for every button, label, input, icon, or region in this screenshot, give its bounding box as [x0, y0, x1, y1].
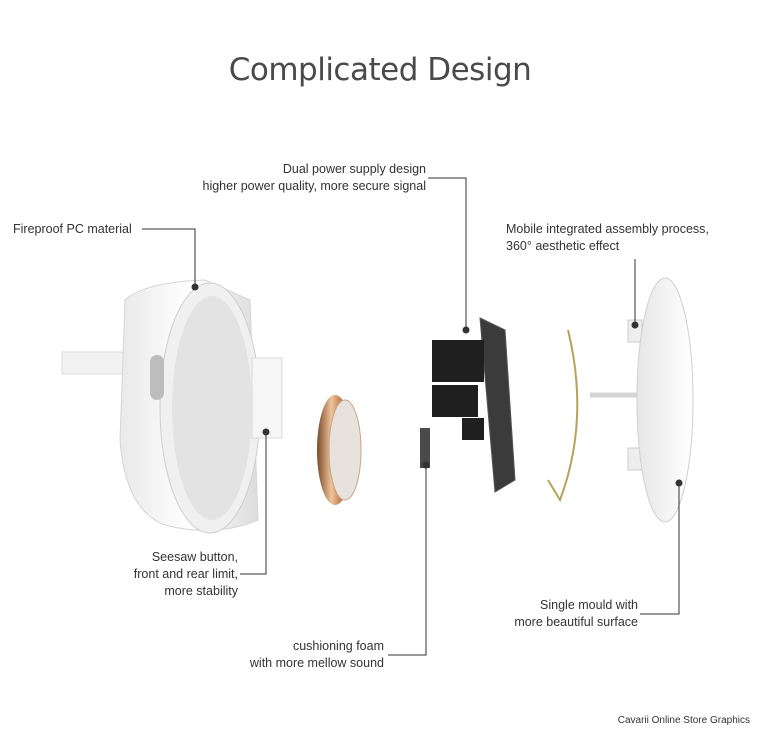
callout-dot-fireproof — [191, 283, 199, 291]
annotation-line: Fireproof PC material — [13, 222, 132, 236]
annotation-dual-power: Dual power supply design higher power qu… — [203, 161, 427, 195]
callout-dot-dual-power — [462, 326, 470, 334]
leader-lines — [142, 177, 680, 656]
annotation-line: cushioning foam — [292, 639, 384, 653]
annotation-fireproof: Fireproof PC material — [13, 221, 132, 238]
page-title: Complicated Design — [228, 52, 532, 88]
annotation-line: more stability — [164, 584, 238, 598]
spring-wire — [547, 329, 579, 503]
annotation-mobile-assembly: Mobile integrated assembly process, 360°… — [506, 221, 709, 255]
callout-dot-cushioning — [422, 461, 430, 469]
annotation-line: 360° aesthetic effect — [506, 239, 620, 253]
annotation-line: Seesaw button, — [151, 550, 238, 564]
housing-part — [61, 279, 283, 534]
annotation-cushioning: cushioning foam with more mellow sound — [250, 638, 384, 672]
annotation-line: with more mellow sound — [249, 656, 384, 670]
annotation-line: Dual power supply design — [282, 162, 426, 176]
front-cover-part — [590, 277, 694, 523]
annotation-line: higher power quality, more secure signal — [202, 179, 427, 193]
annotation-single-mould: Single mould with more beautiful surface — [514, 597, 638, 631]
foam-strip — [420, 428, 430, 468]
callout-dot-single-mould — [675, 479, 683, 487]
copper-contact-part — [317, 395, 362, 505]
callout-dot-mobile-assembly — [631, 321, 639, 329]
annotation-seesaw: Seesaw button, front and rear limit, mor… — [134, 549, 238, 600]
annotation-line: Mobile integrated assembly process, — [506, 222, 709, 236]
annotation-line: more beautiful surface — [514, 615, 638, 629]
credit-text: Cavarii Online Store Graphics — [617, 715, 750, 726]
annotation-line: Single mould with — [540, 598, 638, 612]
callout-dot-seesaw — [262, 428, 270, 436]
pcb-part — [432, 317, 516, 493]
annotation-line: front and rear limit, — [133, 567, 238, 581]
